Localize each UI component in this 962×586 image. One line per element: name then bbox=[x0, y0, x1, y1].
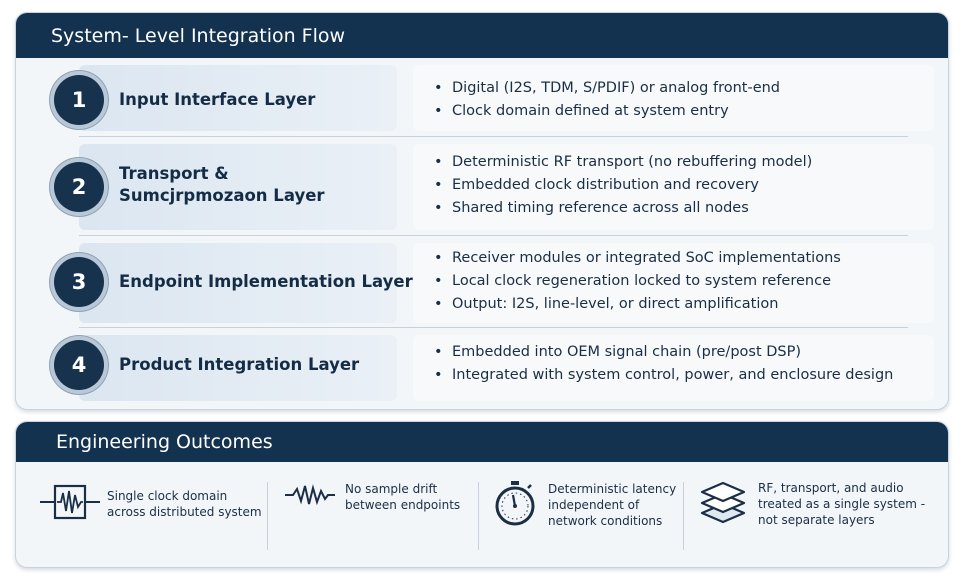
signal-wave-icon bbox=[285, 480, 335, 514]
outcome-3-line: Deterministic latency bbox=[548, 482, 677, 496]
layer-4-bullet: Integrated with system control, power, a… bbox=[434, 364, 893, 387]
layer-3: 3 Endpoint Implementation Layer Receiver… bbox=[16, 236, 948, 328]
stopwatch-icon bbox=[492, 480, 538, 530]
layer-2-bullet: Embedded clock distribution and recovery bbox=[434, 174, 812, 197]
layer-3-number-badge: 3 bbox=[54, 257, 104, 307]
layer-1-bullet: Clock domain defined at system entry bbox=[434, 100, 780, 123]
outcome-3-line: network conditions bbox=[548, 514, 663, 528]
outcome-separator bbox=[683, 482, 684, 550]
outcome-1-text: Single clock domain across distributed s… bbox=[107, 488, 262, 520]
layer-2-title-panel bbox=[79, 144, 397, 230]
outcome-2-line: between endpoints bbox=[345, 498, 461, 512]
layer-4-bullet: Embedded into OEM signal chain (pre/post… bbox=[434, 341, 893, 364]
layer-3-title: Endpoint Implementation Layer bbox=[119, 271, 413, 293]
layer-1-bullet-list: Digital (I2S, TDM, S/PDIF) or analog fro… bbox=[434, 77, 780, 123]
outcome-4-line: treated as a single system - bbox=[758, 497, 926, 511]
outcome-3: Deterministic latency independent of net… bbox=[492, 480, 676, 530]
layer-2-number-badge: 2 bbox=[54, 162, 104, 212]
outcome-4-text: RF, transport, and audio treated as a si… bbox=[758, 480, 925, 528]
layer-1-title-panel bbox=[79, 65, 397, 131]
engineering-outcomes-title: Engineering Outcomes bbox=[16, 422, 948, 462]
layer-4-title-line: Product Integration Layer bbox=[119, 355, 360, 374]
layer-3-title-line: Endpoint Implementation Layer bbox=[119, 272, 413, 291]
layer-divider bbox=[79, 327, 908, 328]
layer-3-title-panel bbox=[79, 243, 397, 323]
layer-4-title: Product Integration Layer bbox=[119, 354, 359, 376]
stacked-layers-icon bbox=[700, 480, 746, 528]
layer-4-bullet-list: Embedded into OEM signal chain (pre/post… bbox=[434, 341, 893, 387]
layer-2-title-line: Sumcjrpmozaon Layer bbox=[119, 186, 325, 205]
layer-3-bullet-list: Receiver modules or integrated SoC imple… bbox=[434, 247, 841, 316]
outcome-1-line: across distributed system bbox=[107, 505, 262, 519]
outcome-2-line: No sample drift bbox=[345, 482, 438, 496]
layer-1-bullet: Digital (I2S, TDM, S/PDIF) or analog fro… bbox=[434, 77, 780, 100]
outcome-4-line: RF, transport, and audio bbox=[758, 481, 904, 495]
layer-2-bullet: Shared timing reference across all nodes bbox=[434, 197, 812, 220]
layer-4-number-badge: 4 bbox=[54, 340, 104, 390]
layer-2-bullet: Deterministic RF transport (no rebufferi… bbox=[434, 151, 812, 174]
outcome-3-text: Deterministic latency independent of net… bbox=[548, 481, 676, 529]
layer-3-bullet: Output: I2S, line-level, or direct ampli… bbox=[434, 293, 841, 316]
engineering-outcomes-card: Engineering Outcomes Single clock domain… bbox=[15, 421, 949, 568]
outcome-1: Single clock domain across distributed s… bbox=[40, 480, 262, 528]
waveform-box-icon bbox=[40, 480, 100, 528]
outcome-2: No sample drift between endpoints bbox=[285, 480, 460, 514]
layer-1-number-badge: 1 bbox=[54, 75, 104, 125]
layer-divider bbox=[79, 136, 908, 137]
layer-2-title-line: Transport & bbox=[119, 164, 229, 183]
outcome-3-line: independent of bbox=[548, 498, 640, 512]
layer-1-title: Input Interface Layer bbox=[119, 89, 315, 111]
layer-1-title-line: Input Interface Layer bbox=[119, 90, 316, 109]
layer-3-bullet: Local clock regeneration locked to syste… bbox=[434, 270, 841, 293]
outcome-separator bbox=[267, 482, 268, 550]
integration-flow-title: System- Level Integration Flow bbox=[16, 13, 948, 58]
layer-3-bullet: Receiver modules or integrated SoC imple… bbox=[434, 247, 841, 270]
outcome-1-line: Single clock domain bbox=[107, 489, 228, 503]
layer-2-title: Transport & Sumcjrpmozaon Layer bbox=[119, 163, 325, 207]
outcome-2-text: No sample drift between endpoints bbox=[345, 481, 460, 513]
layer-2: 2 Transport & Sumcjrpmozaon Layer Determ… bbox=[16, 137, 948, 235]
layer-4: 4 Product Integration Layer Embedded int… bbox=[16, 328, 948, 408]
outcome-4: RF, transport, and audio treated as a si… bbox=[700, 480, 925, 528]
layer-1: 1 Input Interface Layer Digital (I2S, TD… bbox=[16, 58, 948, 136]
layer-2-bullet-list: Deterministic RF transport (no rebufferi… bbox=[434, 151, 812, 220]
layer-divider bbox=[79, 235, 908, 236]
outcome-separator bbox=[478, 482, 479, 550]
integration-flow-card: System- Level Integration Flow 1 Input I… bbox=[15, 12, 949, 410]
layer-4-title-panel bbox=[79, 335, 397, 401]
outcome-4-line: not separate layers bbox=[758, 513, 875, 527]
